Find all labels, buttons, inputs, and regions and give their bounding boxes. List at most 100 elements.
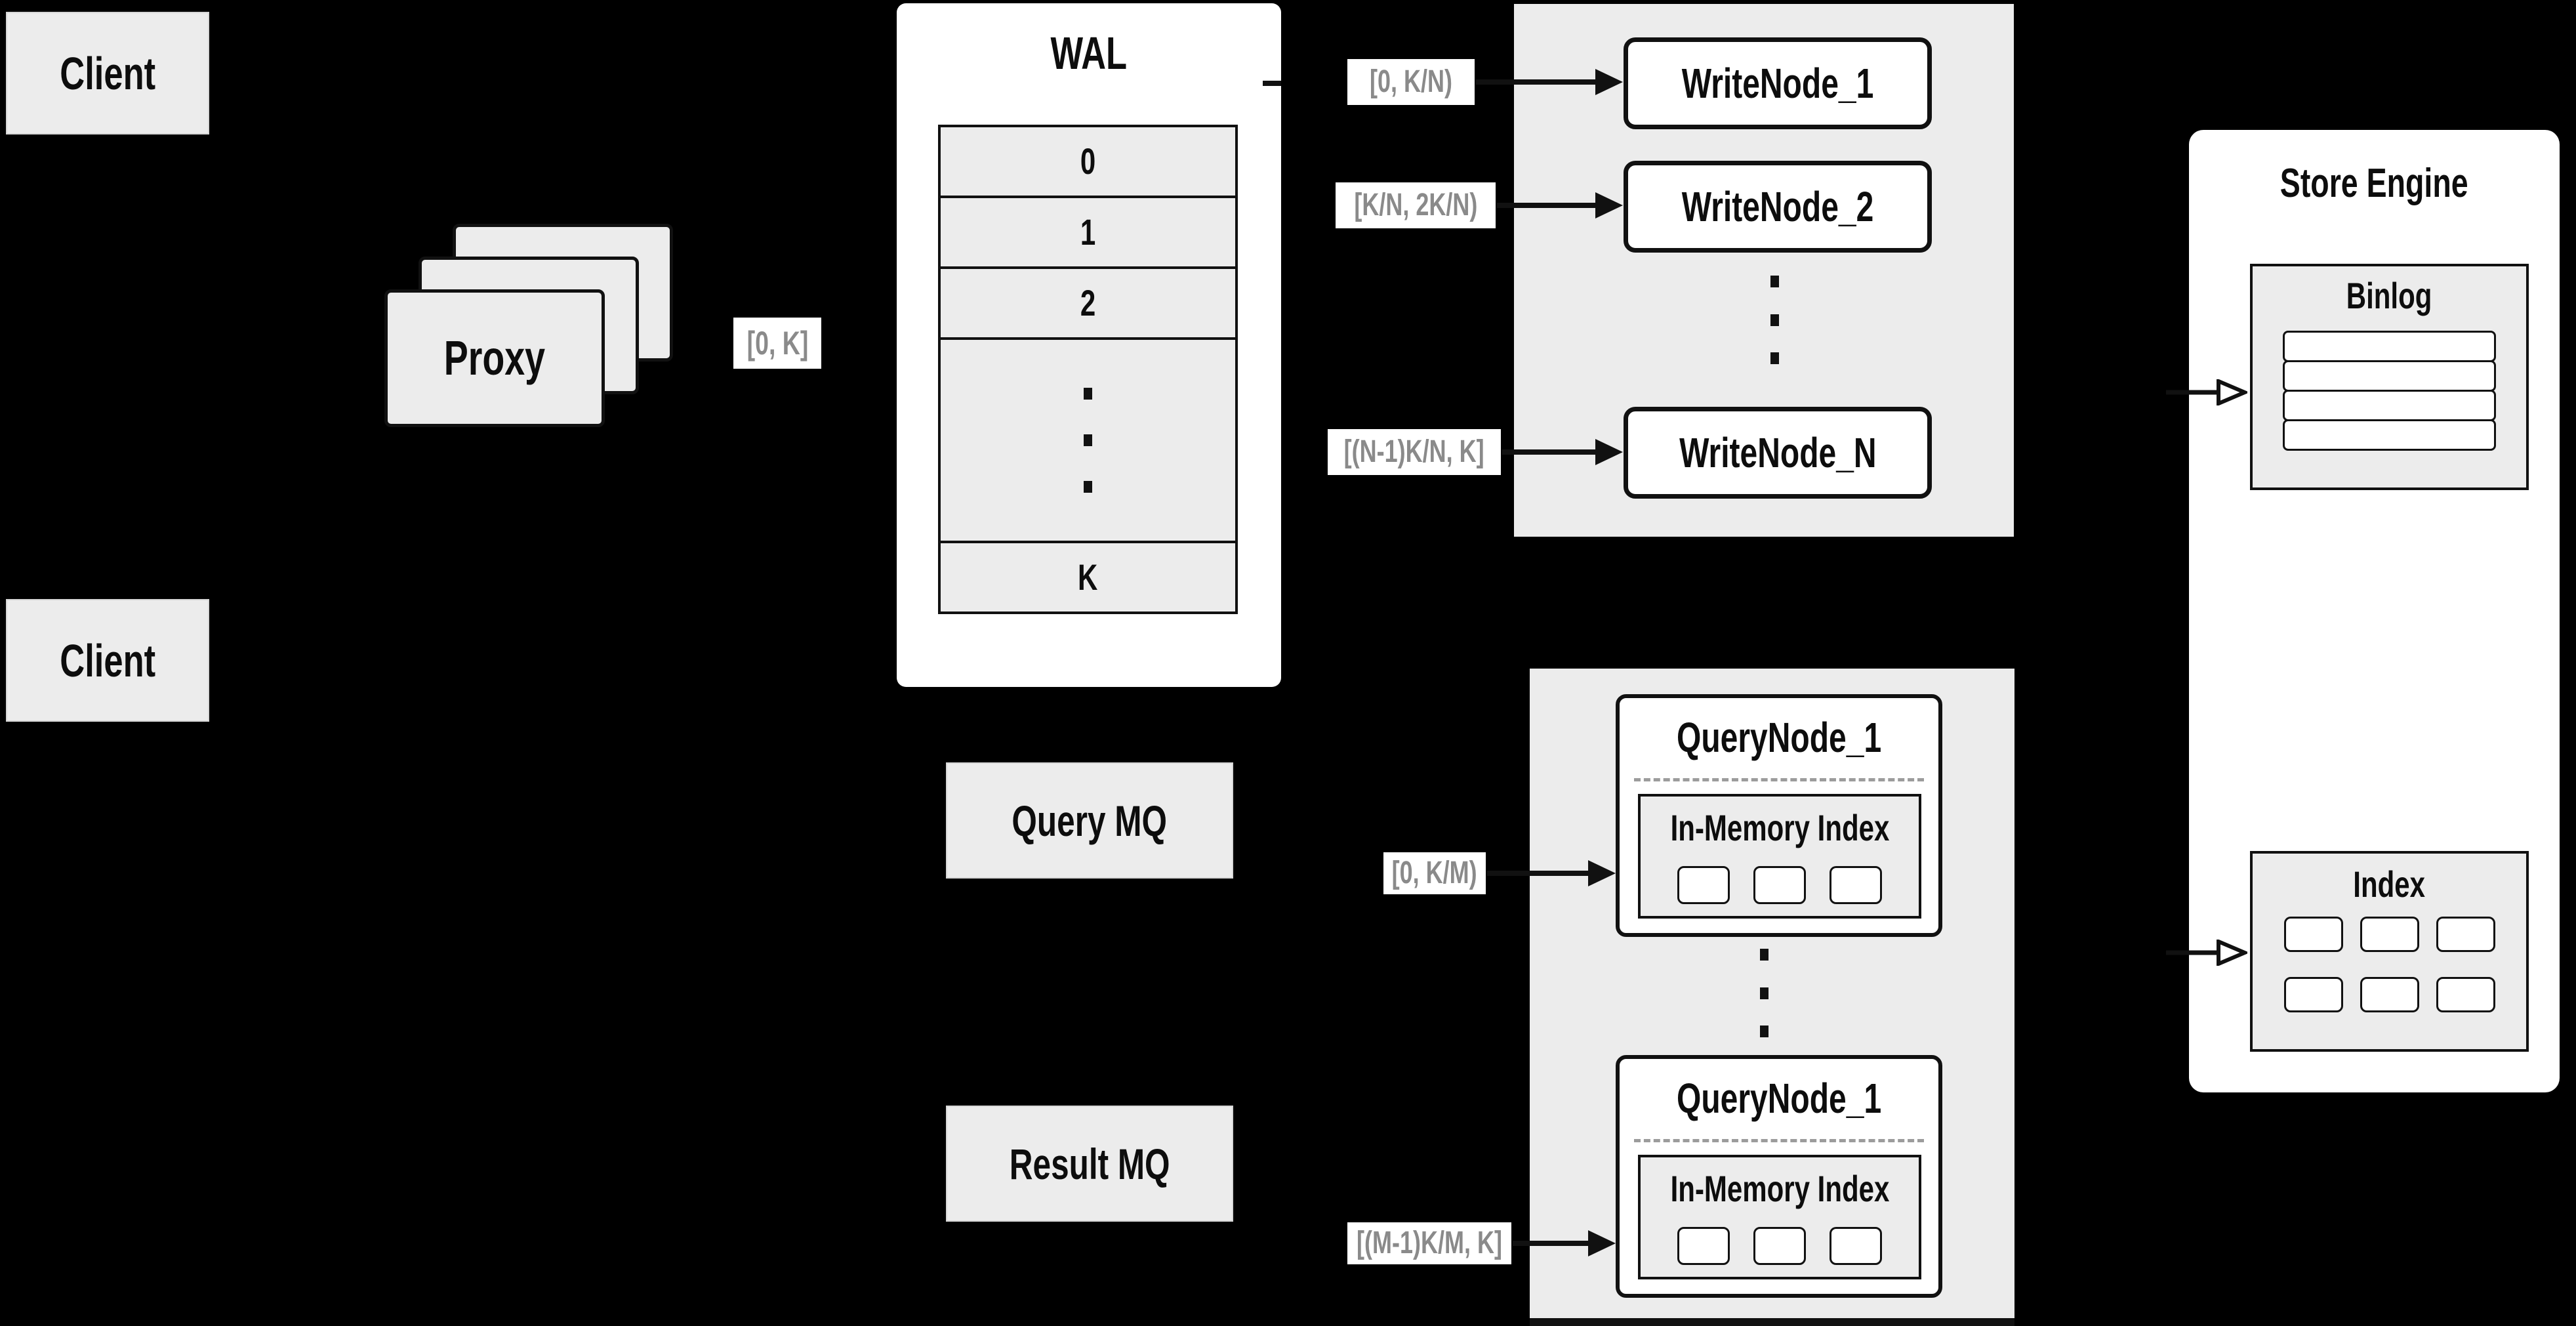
- ellipsis-dot: [1084, 481, 1092, 493]
- arrow-head-icon: [1595, 192, 1623, 218]
- arrow-head-icon: [1588, 860, 1616, 886]
- range-label-query-last: [(M-1)K/M, K]: [1347, 1222, 1511, 1264]
- result-mq-box: Result MQ: [946, 1106, 1233, 1222]
- memory-segment: [1677, 1227, 1730, 1265]
- memory-segment: [1830, 1227, 1882, 1265]
- store-engine-title-wrap: Store Engine: [2189, 156, 2560, 211]
- ellipsis-dot: [1760, 1026, 1768, 1037]
- in-memory-index-title-wrap: In-Memory Index: [1641, 797, 1919, 860]
- range-label-proxy-out: [0, K]: [733, 318, 821, 369]
- in-memory-index-box: In-Memory Index: [1638, 794, 1921, 919]
- binlog-box: Binlog: [2250, 264, 2529, 490]
- wal-row-ellipsis: [938, 337, 1238, 543]
- wal-row-0-label: 0: [1080, 140, 1096, 182]
- binlog-row: [2283, 390, 2496, 421]
- write-node-2: WriteNode_2: [1624, 161, 1932, 253]
- write-node-1-label: WriteNode_1: [1681, 60, 1874, 107]
- in-memory-index-title-wrap: In-Memory Index: [1641, 1157, 1919, 1220]
- query-mq-label: Query MQ: [1012, 796, 1168, 845]
- write-node-2-label: WriteNode_2: [1681, 183, 1874, 230]
- result-mq-label: Result MQ: [1009, 1139, 1170, 1188]
- query-node-2: QueryNode_1 In-Memory Index: [1616, 1055, 1942, 1298]
- index-cell: [2360, 917, 2419, 952]
- index-title: Index: [2353, 863, 2426, 905]
- client-box-bottom: Client: [6, 599, 209, 722]
- index-cell: [2283, 917, 2343, 952]
- memory-segments: [1641, 1227, 1919, 1265]
- binlog-title: Binlog: [2346, 275, 2432, 316]
- ellipsis-dot: [1760, 987, 1768, 999]
- client-top-label: Client: [60, 47, 155, 99]
- arrow-right-icon: [1476, 69, 1623, 95]
- hollow-arrow-right-icon: [2166, 379, 2247, 405]
- write-node-1: WriteNode_1: [1624, 37, 1932, 129]
- index-cell-row: [2253, 977, 2526, 1012]
- arrow-right-icon: [1513, 1230, 1616, 1256]
- arrow-right-icon: [1487, 860, 1616, 886]
- memory-segments: [1641, 866, 1919, 904]
- wal-box: WAL 0 1 2 K: [897, 3, 1281, 687]
- wal-row-k-label: K: [1078, 556, 1098, 598]
- client-box-top: Client: [6, 12, 209, 135]
- wal-row-0: 0: [938, 125, 1238, 198]
- vertical-ellipsis-icon: [1770, 276, 1779, 364]
- query-node-1: QueryNode_1 In-Memory Index: [1616, 694, 1942, 937]
- arrow-right-icon: [1497, 192, 1623, 218]
- ellipsis-dot: [1770, 276, 1779, 287]
- range-label-query-last-text: [(M-1)K/M, K]: [1357, 1226, 1502, 1260]
- dashed-divider: [1634, 1139, 1924, 1142]
- in-memory-index-title: In-Memory Index: [1670, 807, 1889, 848]
- ellipsis-dot: [1760, 949, 1768, 961]
- arrow-head-icon: [1588, 1230, 1616, 1256]
- wal-out-arrow-stub: [1263, 81, 1281, 86]
- query-mq-box: Query MQ: [946, 762, 1233, 879]
- wal-title: WAL: [1050, 28, 1128, 79]
- in-memory-index-box: In-Memory Index: [1638, 1155, 1921, 1279]
- index-cell: [2436, 917, 2495, 952]
- memory-segment: [1677, 866, 1730, 904]
- index-cell: [2283, 977, 2343, 1012]
- range-label-write-2: [K/N, 2K/N): [1336, 182, 1496, 228]
- range-label-query-first-text: [0, K/M): [1392, 856, 1478, 890]
- arrow-shaft: [1513, 1241, 1588, 1246]
- wal-table: 0 1 2 K: [938, 125, 1238, 614]
- arrow-right-icon: [1502, 439, 1623, 465]
- arrow-head-icon: [1595, 439, 1623, 465]
- memory-segment: [1753, 866, 1806, 904]
- arrow-head-icon: [1595, 69, 1623, 95]
- index-cell: [2436, 977, 2495, 1012]
- write-node-n: WriteNode_N: [1624, 407, 1932, 499]
- wal-row-2: 2: [938, 266, 1238, 340]
- arrow-shaft: [1497, 203, 1595, 208]
- range-label-write-2-text: [K/N, 2K/N): [1354, 188, 1478, 222]
- client-bottom-label: Client: [60, 634, 155, 686]
- arrow-shaft: [1476, 79, 1595, 85]
- vertical-ellipsis-icon: [1084, 388, 1092, 493]
- query-node-2-title-wrap: QueryNode_1: [1620, 1059, 1938, 1138]
- wal-row-2-label: 2: [1080, 282, 1096, 323]
- arrow-shaft: [1487, 871, 1588, 876]
- wal-row-1: 1: [938, 196, 1238, 269]
- range-label-proxy-out-text: [0, K]: [746, 325, 808, 362]
- ellipsis-dot: [1770, 314, 1779, 326]
- binlog-row: [2283, 360, 2496, 392]
- index-box: Index: [2250, 851, 2529, 1052]
- ellipsis-dot: [1084, 434, 1092, 446]
- memory-segment: [1753, 1227, 1806, 1265]
- binlog-row: [2283, 419, 2496, 451]
- index-title-wrap: Index: [2253, 858, 2526, 911]
- range-label-query-first: [0, K/M): [1383, 852, 1486, 894]
- index-cell-row: [2253, 917, 2526, 952]
- memory-segment: [1830, 866, 1882, 904]
- query-panel-bottom-edge: [1530, 1318, 2014, 1326]
- wal-row-k: K: [938, 541, 1238, 614]
- range-label-write-1-text: [0, K/N): [1370, 64, 1452, 99]
- proxy-stack: Proxy: [384, 224, 673, 428]
- store-engine-title: Store Engine: [2280, 161, 2468, 206]
- proxy-label: Proxy: [443, 331, 546, 385]
- dashed-divider: [1634, 778, 1924, 781]
- range-label-write-1: [0, K/N): [1347, 59, 1475, 105]
- in-memory-index-title: In-Memory Index: [1670, 1168, 1889, 1209]
- ellipsis-dot: [1084, 388, 1092, 400]
